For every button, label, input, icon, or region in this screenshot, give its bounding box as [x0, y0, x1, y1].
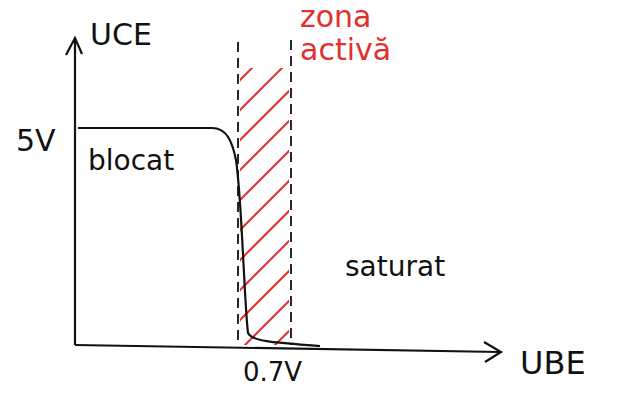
tick-label: 5V — [16, 124, 56, 157]
region-label: blocat — [88, 146, 174, 177]
axis-label: UBE — [520, 346, 586, 381]
zone-label: zona activă — [300, 0, 435, 66]
tick-label: 0.7V — [243, 358, 302, 387]
active-zone-hatch — [240, 68, 289, 345]
zone-boundary — [290, 40, 292, 345]
y-axis — [74, 40, 76, 345]
axis-arrow — [484, 342, 501, 362]
region-label: saturat — [345, 252, 445, 283]
axis-label: UCE — [90, 18, 152, 51]
x-axis — [75, 345, 500, 352]
axis-arrow — [66, 38, 82, 55]
transfer-curve — [78, 128, 320, 346]
